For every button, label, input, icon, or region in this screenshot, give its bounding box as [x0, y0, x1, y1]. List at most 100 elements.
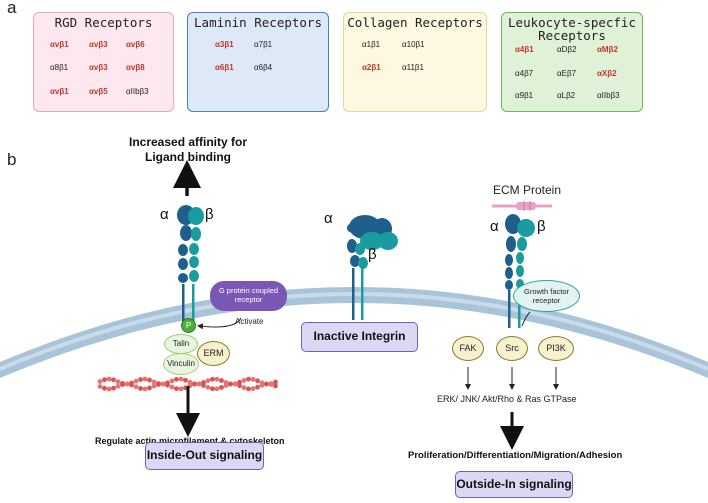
actin-bead: [228, 381, 233, 387]
receptor-cell: α10β1: [402, 40, 425, 49]
activate-arrow: [197, 317, 242, 330]
receptor-cell: αvβ1: [50, 40, 69, 49]
receptor-cell: αLβ2: [557, 91, 576, 100]
regulate-actin-label: Regulate actin microfilament & cytoskele…: [95, 436, 285, 446]
leukocyte-receptors-box: Leukocyte-specfic Receptors α4β1 αDβ2 αM…: [501, 12, 643, 112]
receptor-cell: αMβ2: [597, 45, 618, 54]
receptor-cell: α1β1: [362, 40, 381, 49]
actin-bead: [97, 384, 103, 389]
actin-bead: [250, 386, 256, 392]
actin-bead: [223, 383, 229, 388]
actin-bead: [219, 378, 224, 383]
receptor-cell: αXβ2: [597, 69, 617, 78]
receptor-cell: αvβ3: [89, 40, 108, 49]
actin-bead: [120, 382, 125, 388]
rgd-receptors-box: RGD Receptors αvβ1 αvβ3 αvβ6 α8β1 αvβ3 α…: [33, 12, 174, 112]
panel-b-label: b: [7, 150, 17, 169]
alpha-label: α: [324, 210, 333, 227]
g-protein-receptor: G protein coupled receptor: [210, 281, 287, 311]
actin-bead: [214, 376, 220, 382]
ecm-protein-icon: [492, 201, 552, 211]
actin-bead: [250, 376, 256, 382]
erm-oval: ERM: [197, 341, 230, 366]
actin-bead: [219, 385, 224, 390]
actin-bead: [138, 377, 143, 382]
receptor-cell: α7β1: [254, 40, 273, 49]
actin-bead: [142, 376, 148, 382]
actin-bead: [169, 378, 175, 384]
src-oval: Src: [496, 336, 528, 361]
actin-bead: [151, 379, 157, 385]
actin-bead: [129, 382, 134, 388]
actin-bead: [187, 379, 193, 385]
actin-bead: [178, 386, 184, 392]
laminin-receptors-box: Laminin Receptors α3β1 α7β1 α6β1 α6β4: [187, 12, 329, 112]
actin-bead: [255, 384, 260, 390]
activate-label: Activate: [235, 317, 264, 326]
box-title: RGD Receptors: [54, 15, 153, 30]
actin-bead: [115, 379, 121, 385]
outside-in-box: Outside-In signaling: [455, 471, 573, 498]
collagen-receptors-box: Collagen Receptors α1β1 α10β1 α2β1 α11β1: [343, 12, 487, 112]
actin-bead: [196, 381, 202, 387]
growth-factor-receptor: Growth factor receptor: [513, 280, 580, 312]
actin-bead: [183, 377, 188, 383]
receptor-cell: α6β1: [215, 63, 234, 72]
actin-bead: [151, 383, 157, 389]
actin-bead: [205, 384, 211, 390]
actin-bead: [142, 386, 148, 392]
actin-bead: [201, 383, 206, 388]
actin-bead: [160, 381, 166, 387]
growth-factor-link: [521, 311, 531, 327]
actin-bead: [246, 376, 251, 382]
actin-bead: [165, 382, 170, 388]
receptor-cell: αDβ2: [557, 45, 577, 54]
actin-bead: [147, 385, 152, 391]
beta-label: β: [368, 246, 377, 263]
actin-bead: [241, 385, 247, 391]
actin-bead: [106, 376, 112, 382]
receptor-cell: α8β1: [50, 63, 69, 72]
receptor-cell: αvβ3: [89, 63, 108, 72]
g-protein-label: G protein coupled receptor: [218, 286, 279, 304]
actin-bead: [102, 377, 107, 383]
actin-bead: [97, 379, 103, 384]
alpha-label: α: [490, 218, 499, 235]
active-integrin-left: [177, 205, 204, 324]
actin-bead: [259, 382, 265, 388]
actin-bead: [246, 386, 251, 392]
proliferation-label: Proliferation/Differentiation/Migration/…: [408, 450, 623, 461]
vinculin-oval: Vinculin: [163, 353, 199, 375]
receptor-cell: α2β1: [362, 63, 381, 72]
beta-label: β: [537, 218, 546, 235]
beta-label: β: [205, 206, 214, 223]
actin-bead: [273, 383, 278, 389]
receptor-cell: αIIbβ3: [597, 91, 620, 100]
fak-oval: FAK: [452, 336, 484, 361]
phosphate-badge: P: [181, 318, 196, 333]
inactive-integrin-box: Inactive Integrin: [301, 322, 418, 352]
actin-bead: [205, 378, 211, 384]
alpha-label: α: [160, 206, 169, 223]
receptor-cell: α3β1: [215, 40, 234, 49]
panel-a-label: a: [7, 0, 17, 17]
receptor-cell: αvβ5: [89, 87, 108, 96]
actin-bead: [268, 381, 274, 387]
erk-pathway-label: ERK/ JNK/ Akt/Rho & Ras GTPase: [437, 394, 577, 404]
actin-bead: [210, 386, 215, 392]
actin-bead: [169, 384, 175, 390]
actin-bead: [232, 381, 238, 387]
inside-out-box: Inside-Out signaling: [145, 442, 264, 470]
actin-bead: [115, 383, 121, 389]
actin-bead: [264, 381, 269, 387]
talin-oval: Talin: [164, 334, 198, 354]
receptor-cell: α4β7: [515, 69, 534, 78]
actin-bead: [210, 376, 215, 382]
receptor-cell: αIIbβ3: [126, 87, 149, 96]
ecm-protein-label: ECM Protein: [493, 183, 562, 197]
receptor-cell: α9β1: [515, 91, 534, 100]
actin-bead: [237, 383, 242, 389]
actin-bead: [255, 378, 260, 384]
